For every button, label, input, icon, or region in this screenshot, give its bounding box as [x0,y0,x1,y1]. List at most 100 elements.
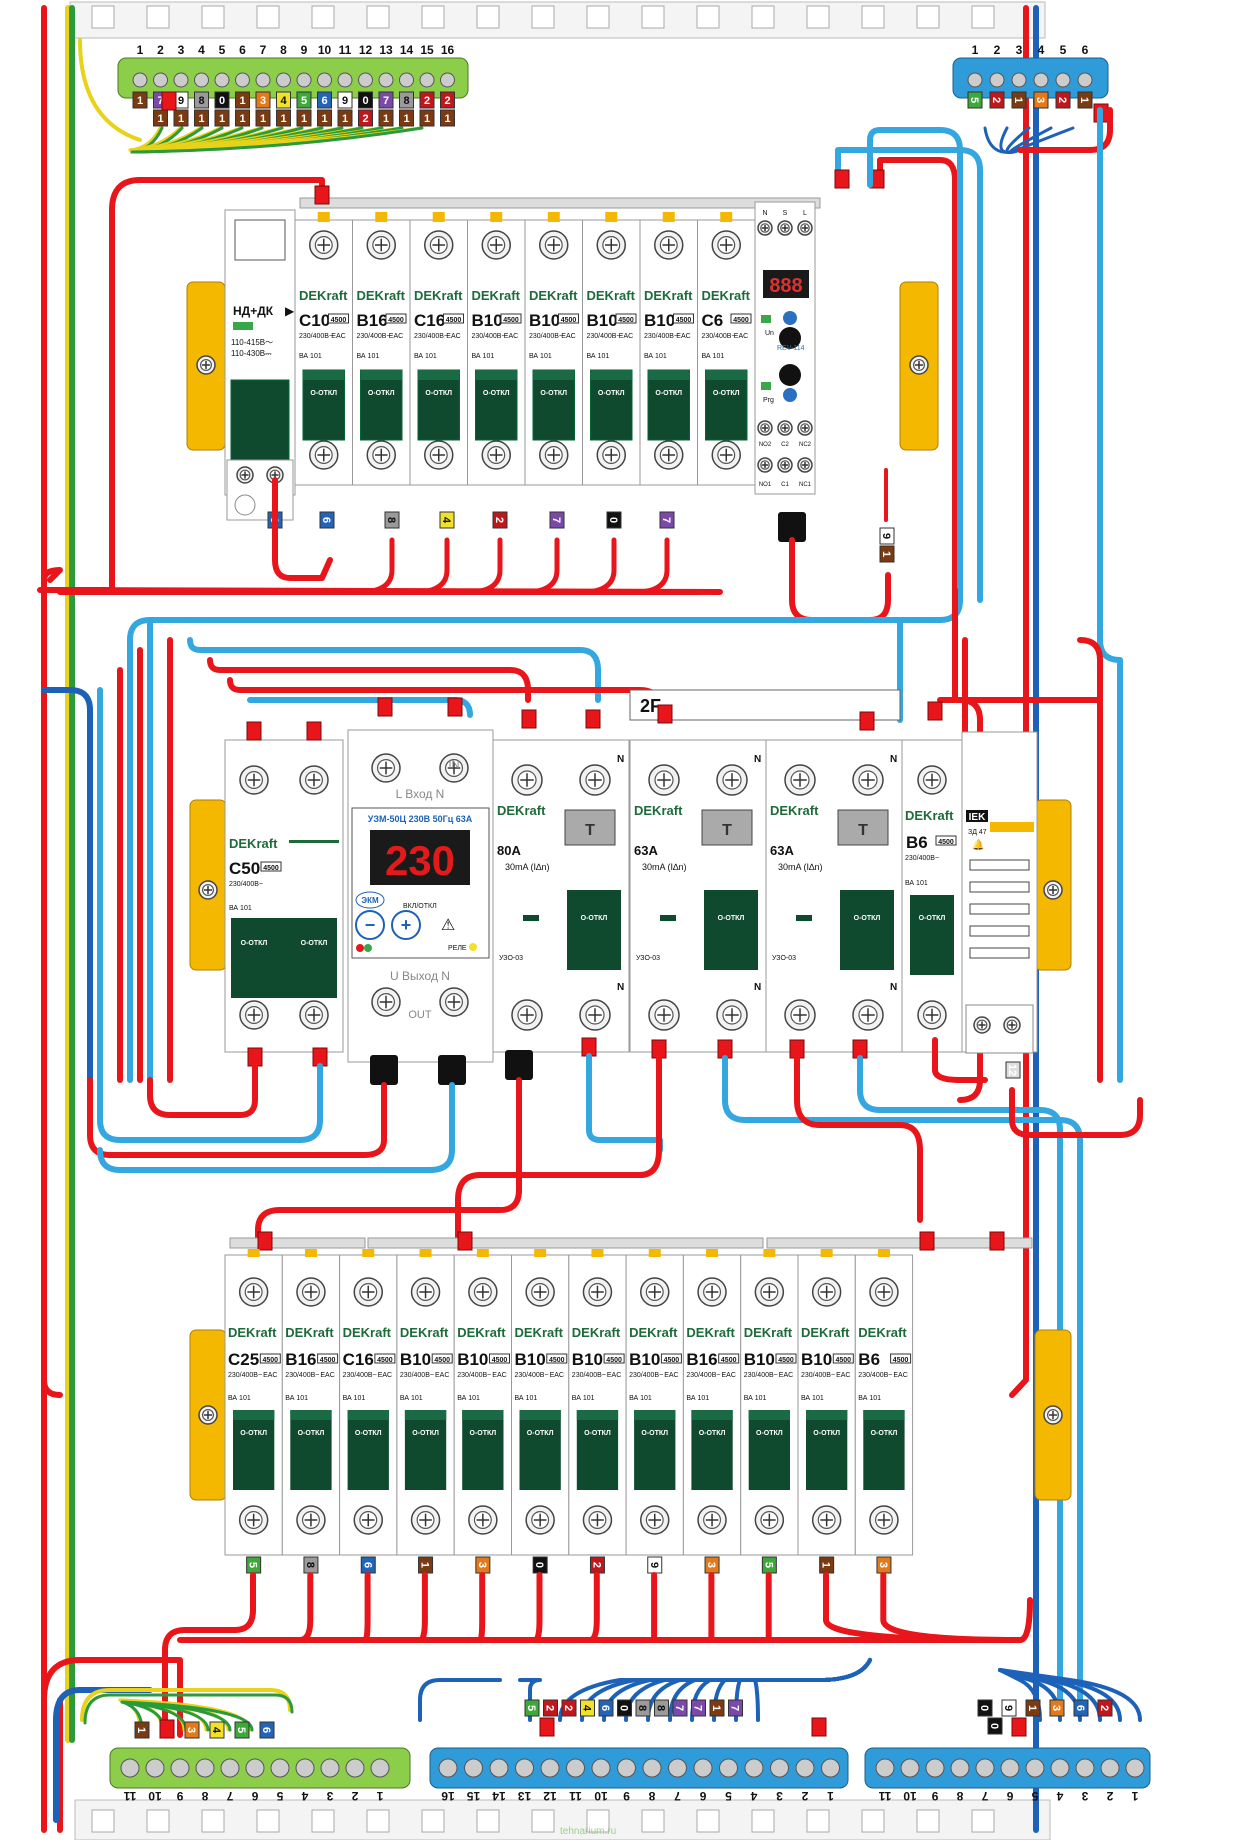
handle-top [748,1410,790,1420]
terminal-screw-bottom [410,1505,441,1535]
phase-wire [470,537,503,595]
marker-body [524,1699,540,1717]
terminal-screw-bottom [754,1505,785,1535]
bus-terminal-number: 8 [648,1789,655,1803]
rcd-rating: 80A [497,843,521,858]
marker-body [1033,91,1049,109]
series-label: ВА 101 [228,1395,251,1402]
eac-mark: EAC [389,333,403,340]
terminal-screw-top [481,230,511,260]
marker-body [1005,1061,1021,1079]
cover-tab [366,5,390,29]
bus-terminal-number: 3 [1016,43,1023,57]
wire-marker: 4 [276,91,291,109]
marker-label: 2 [562,1705,574,1711]
switch-label: О-ОТКЛ [483,390,510,397]
warning-icon: ⚠ [441,917,455,934]
handle-top [691,1410,733,1420]
terminal-screw-top [511,764,543,796]
series-label: ВА 101 [343,1395,366,1402]
breaker-handle [475,369,518,441]
bell-model: ЗД 47 [968,829,987,836]
led-un [761,315,771,323]
neutral-wire [97,1082,455,1173]
terminal-screw-bottom [697,1505,727,1535]
switch-label: О-ОТКЛ [584,1430,611,1437]
test-icon: T [858,822,868,839]
brand-label: DEKraft [686,1325,735,1340]
series-label: ВА 101 [744,1395,767,1402]
terminal-screw-bottom [582,1505,613,1535]
phase-wire [527,537,560,595]
bus-screw [464,1758,483,1778]
breaker-handle [806,1410,848,1490]
bus-terminal-number: 12 [543,1789,557,1803]
bus-screw [317,72,332,88]
play-icon: ▶ [285,304,295,318]
switch-label: О-ОТКЛ [301,940,328,947]
brand-label: DEKraft [400,1325,449,1340]
marker-label: 6 [321,95,327,107]
handle-top [290,1410,332,1420]
wire-ferrule-red [377,697,393,717]
marker-label: 7 [692,1705,704,1711]
wire-marker: 1 [173,109,189,127]
phase-wire [57,177,325,593]
terminal-screw-top [238,1277,269,1307]
bus-screw [320,1758,340,1778]
brand-bar [289,840,339,843]
bus-terminal-number: 10 [903,1789,917,1803]
terminal-screw-bottom [579,999,611,1031]
breaker-rating: B10 [629,1350,660,1369]
cover-tab [256,5,280,29]
marker-label: 1 [403,113,409,125]
marker-label: 6 [260,1727,272,1733]
relay-terminal-label: S [783,210,788,217]
breaker-handle [233,1410,275,1490]
terminal-screw-top [852,764,884,796]
marker-label: 1 [135,1727,147,1733]
breaker-handle [863,1410,905,1490]
phase-wire [41,567,63,593]
brand-label: DEKraft [770,803,819,818]
cover-tab [146,1809,170,1833]
cover-tab [861,5,885,29]
handle-top [519,1410,561,1420]
cover-tab [91,5,115,29]
wire-marker: 2 [561,1699,577,1717]
wire-ferrule-red [539,1717,555,1737]
bus-terminal-number: 11 [878,1789,891,1803]
ferrule-red [161,91,177,111]
busbar-comb [766,1237,1033,1249]
marker-label: 8 [636,1705,648,1711]
rcd-indicator [796,915,812,921]
busbar-tooth [419,1249,432,1257]
bell-screw [1003,1016,1021,1034]
iek-logo-bg [966,810,988,822]
brand-label: DEKraft [905,808,954,823]
icu-label: 4500 [446,317,462,324]
wire-marker: 1 [418,1556,434,1574]
marker-body [399,109,414,127]
icu-box [374,1353,396,1364]
breaker-spec: 230/400В~ [357,333,391,340]
uzm-screw [371,987,401,1017]
switch-label: О-ОТКЛ [919,915,946,922]
terminal-screw-top [654,230,684,260]
brand-label: DEKraft [587,288,636,303]
uzm-out-label: OUT [408,1009,432,1021]
relay-contact-label: NO1 [759,482,772,488]
bus-screw [378,72,394,88]
earth-wire [78,38,142,142]
test-button [701,809,753,846]
marker-label: 7 [157,95,163,107]
wire-marker: 1 [378,109,394,127]
relay-contact-label: NC2 [799,442,812,448]
rcd-handle [704,890,758,970]
marker-label: 1 [444,113,450,125]
terminal-screw-bottom [424,440,454,470]
wire-marker: 3 [184,1721,200,1739]
relay-screw [797,220,813,236]
marker-label: 2 [444,95,450,107]
